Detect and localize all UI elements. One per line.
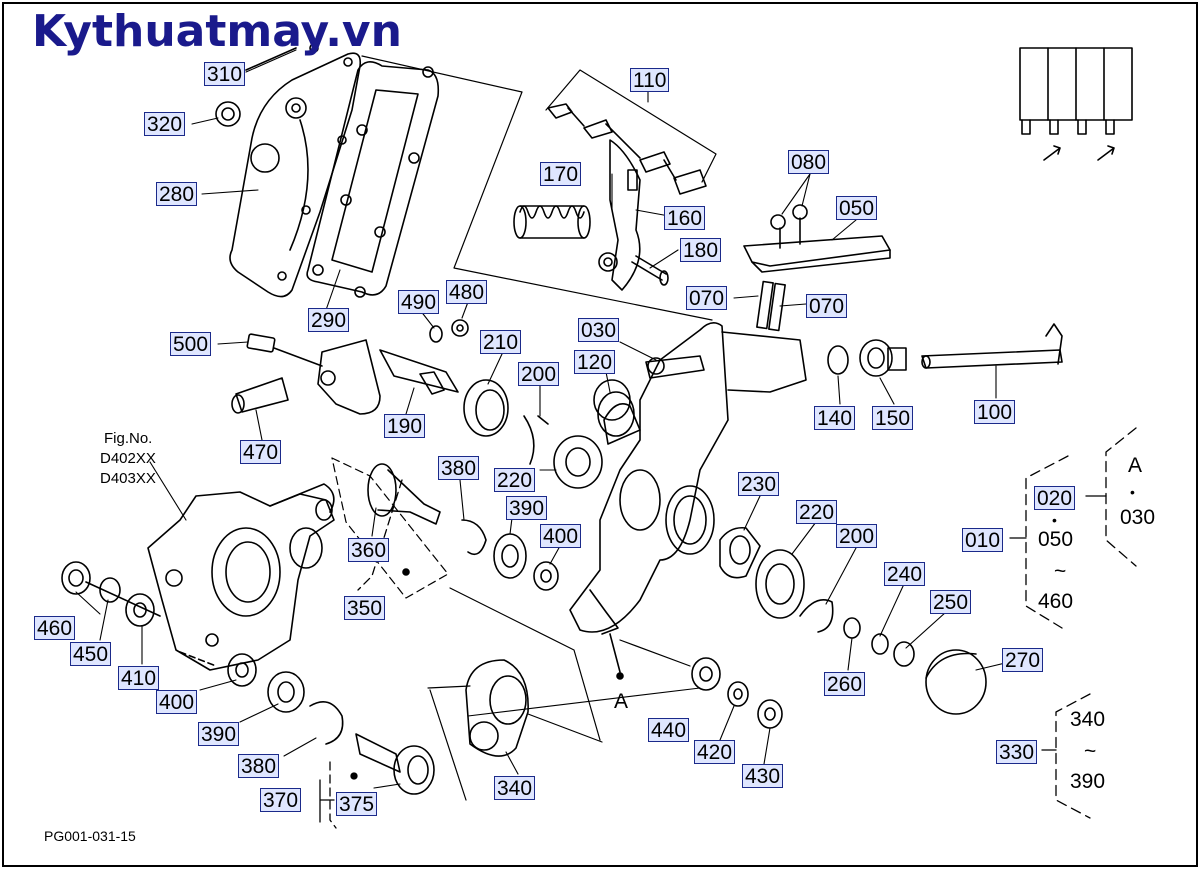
- group-label-A: A: [1128, 454, 1143, 477]
- callout-270[interactable]: 270: [1002, 648, 1044, 672]
- callout-480[interactable]: 480: [446, 280, 488, 304]
- callout-200-upper[interactable]: 200: [518, 362, 560, 386]
- callout-400-lower[interactable]: 400: [156, 690, 198, 714]
- parts-230-270-drawing: [609, 526, 987, 729]
- callout-380-lower[interactable]: 380: [238, 754, 280, 778]
- callout-150[interactable]: 150: [872, 406, 914, 430]
- callout-380-upper[interactable]: 380: [438, 456, 480, 480]
- fig-note-model-2: D403XX: [100, 470, 156, 487]
- callout-220-upper[interactable]: 220: [494, 468, 536, 492]
- group-range-tilde-1: ~: [1054, 560, 1067, 583]
- callout-500[interactable]: 500: [170, 332, 212, 356]
- spring-170-drawing: [513, 205, 591, 239]
- callout-450[interactable]: 450: [70, 642, 112, 666]
- callout-070-right[interactable]: 070: [806, 294, 848, 318]
- cover-280-drawing: [229, 52, 362, 298]
- callout-390-lower[interactable]: 390: [198, 722, 240, 746]
- callout-420[interactable]: 420: [694, 740, 736, 764]
- callout-180[interactable]: 180: [680, 238, 722, 262]
- callout-070-left[interactable]: 070: [686, 286, 728, 310]
- group-range-end-460: 460: [1038, 590, 1074, 613]
- reference-point-A: A: [614, 690, 629, 713]
- callout-020[interactable]: 020: [1034, 486, 1076, 510]
- callout-250[interactable]: 250: [930, 590, 972, 614]
- group-dot-2: •: [1052, 512, 1057, 528]
- callout-460[interactable]: 460: [34, 616, 76, 640]
- group-brackets: [319, 427, 1137, 829]
- group-range-start-340: 340: [1070, 708, 1106, 731]
- callout-080[interactable]: 080: [788, 150, 830, 174]
- callout-010[interactable]: 010: [962, 528, 1004, 552]
- callout-260[interactable]: 260: [824, 672, 866, 696]
- callout-320[interactable]: 320: [144, 112, 186, 136]
- callout-190[interactable]: 190: [384, 414, 426, 438]
- callout-470[interactable]: 470: [240, 440, 282, 464]
- callout-100[interactable]: 100: [974, 400, 1016, 424]
- callout-440[interactable]: 440: [648, 718, 690, 742]
- callout-110[interactable]: 110: [630, 68, 670, 92]
- callout-430[interactable]: 430: [742, 764, 784, 788]
- callout-240[interactable]: 240: [884, 562, 926, 586]
- shaft-360-drawing: [331, 457, 601, 741]
- callout-340[interactable]: 340: [494, 776, 536, 800]
- callout-330[interactable]: 330: [996, 740, 1038, 764]
- bearing-340-drawing: [427, 659, 603, 801]
- gear-case-410-drawing: [61, 483, 435, 795]
- gasket-290-drawing: [306, 61, 440, 298]
- location-thumbnail: [1019, 47, 1133, 161]
- group-dot-1: •: [1130, 484, 1135, 500]
- callout-390-upper[interactable]: 390: [506, 496, 548, 520]
- group-range-start-050: 050: [1038, 528, 1074, 551]
- shaft-100-drawing: [827, 323, 1063, 377]
- callout-050[interactable]: 050: [836, 196, 878, 220]
- callout-160[interactable]: 160: [664, 206, 706, 230]
- fig-note-model-1: D402XX: [100, 450, 156, 467]
- group-label-030: 030: [1120, 506, 1156, 529]
- callout-280[interactable]: 280: [156, 182, 198, 206]
- group-range-tilde-2: ~: [1084, 740, 1097, 763]
- callout-220-lower[interactable]: 220: [796, 500, 838, 524]
- drawing-reference-code: PG001-031-15: [44, 828, 136, 844]
- callout-030[interactable]: 030: [578, 318, 620, 342]
- fig-note-title: Fig.No.: [104, 430, 153, 447]
- callout-410[interactable]: 410: [118, 666, 160, 690]
- callout-360[interactable]: 360: [348, 538, 390, 562]
- callout-290[interactable]: 290: [308, 308, 350, 332]
- callout-490[interactable]: 490: [398, 290, 440, 314]
- group-range-end-390: 390: [1070, 770, 1106, 793]
- callout-120[interactable]: 120: [574, 350, 616, 374]
- brand-watermark: Kythuatmay.vn: [32, 6, 402, 57]
- leader-lines: [75, 49, 1019, 789]
- callout-375[interactable]: 375: [336, 792, 378, 816]
- callout-310[interactable]: 310: [204, 62, 246, 86]
- link-110-drawing: [545, 69, 717, 291]
- callout-200-lower[interactable]: 200: [836, 524, 878, 548]
- callout-350[interactable]: 350: [344, 596, 386, 620]
- callout-140[interactable]: 140: [814, 406, 856, 430]
- callout-400-upper[interactable]: 400: [540, 524, 582, 548]
- main-housing-drawing: [569, 322, 807, 635]
- plate-050-drawing: [743, 204, 891, 332]
- callout-170[interactable]: 170: [540, 162, 582, 186]
- callout-230[interactable]: 230: [738, 472, 780, 496]
- arm-190-drawing: [231, 319, 631, 489]
- callout-210[interactable]: 210: [480, 330, 522, 354]
- callout-370[interactable]: 370: [260, 788, 302, 812]
